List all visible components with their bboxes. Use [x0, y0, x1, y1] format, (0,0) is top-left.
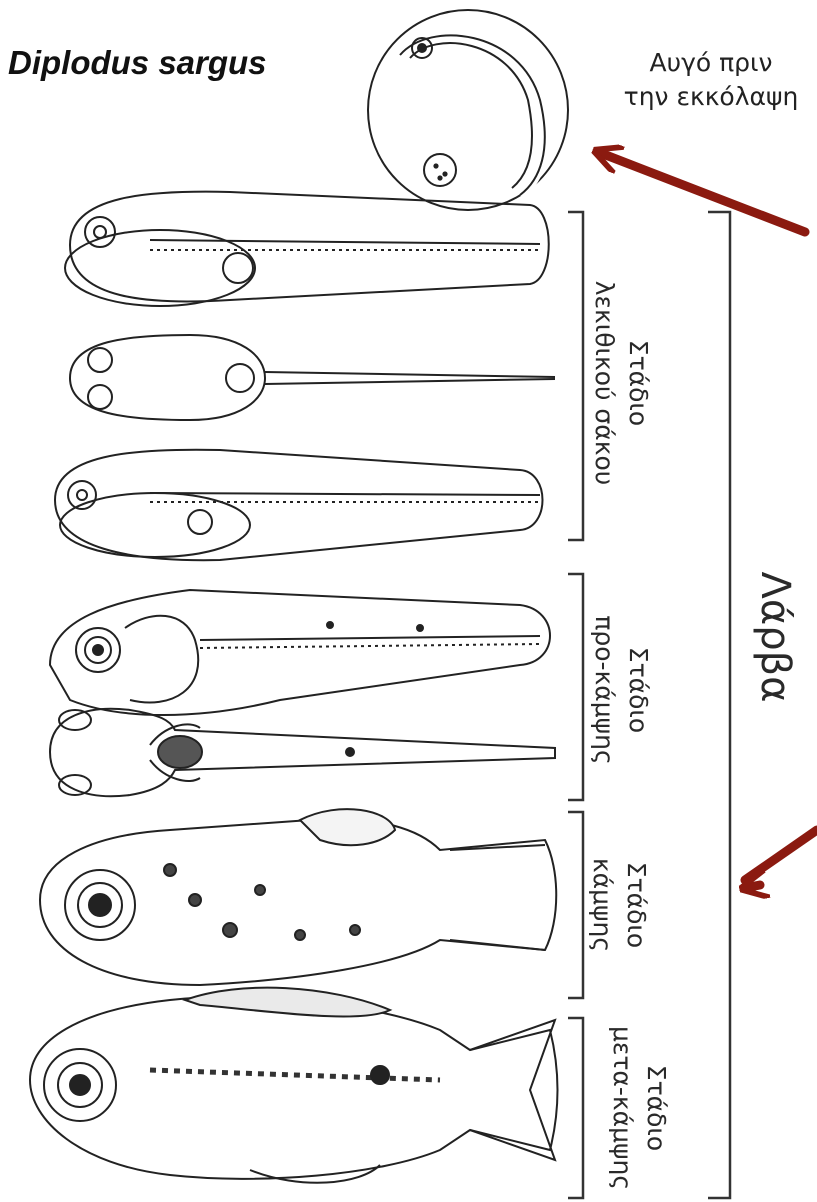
- preflexion-larva-2-drawing: [50, 709, 555, 796]
- arrow-icon-to-egg: [598, 152, 805, 232]
- arrow-icon-to-larva-head: [745, 885, 760, 888]
- stage-label-postflexion-line1: Στάδιο: [639, 1018, 673, 1198]
- stage-label-yolk-sac-line2: λεκιθικού σάκου: [587, 253, 621, 513]
- stage-label-flexion-line2: κάμψης: [585, 850, 619, 960]
- stage-label-preflexion-line1: Στάδιο: [621, 610, 655, 770]
- yolk-sac-larva-3-drawing: [55, 450, 543, 560]
- bracket-yolk-sac: [568, 212, 583, 540]
- stage-label-preflexion-line2: προ-κάμψης: [587, 610, 621, 770]
- larva-label: Λάρβα: [748, 562, 802, 712]
- stage-label-postflexion-line2: μετα-κάμψης: [605, 1018, 639, 1198]
- bracket-preflexion: [568, 574, 583, 800]
- stage-label-preflexion: Στάδιο προ-κάμψης: [585, 610, 655, 770]
- preflexion-larva-1-drawing: [50, 590, 550, 715]
- arrow-icon-to-larva: [745, 830, 817, 880]
- bracket-flexion: [568, 812, 583, 998]
- bracket-larva: [708, 212, 730, 1198]
- stage-label-yolk-sac: Στάδιο λεκιθικού σάκου: [585, 253, 655, 513]
- stage-label-flexion-line1: Στάδιο: [619, 850, 653, 960]
- flexion-larva-drawing: [40, 809, 556, 985]
- egg-drawing: [368, 10, 568, 210]
- stage-label-yolk-sac-line1: Στάδιο: [621, 253, 655, 513]
- postflexion-larva-drawing: [30, 988, 558, 1183]
- stage-label-flexion: Στάδιο κάμψης: [583, 850, 653, 960]
- yolk-sac-larva-2-drawing: [70, 335, 555, 420]
- stage-label-postflexion: Στάδιο μετα-κάμψης: [603, 1018, 673, 1198]
- bracket-postflexion: [568, 1018, 583, 1198]
